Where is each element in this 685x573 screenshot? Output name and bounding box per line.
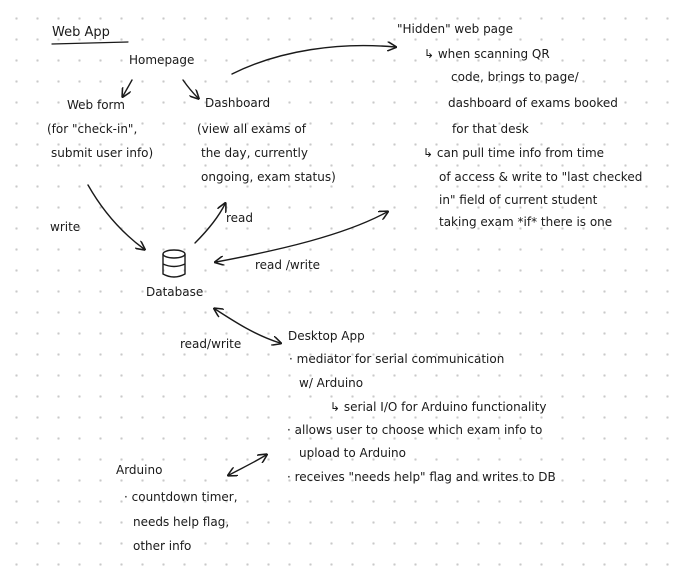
edge-label-read-write-hidden: read /write (255, 258, 321, 272)
database-icon (162, 249, 186, 278)
dashboard-line: (view all exams of (197, 122, 306, 136)
homepage-node: Homepage (129, 53, 195, 67)
edge-label-write: write (50, 220, 81, 234)
arrow-homepage-to-hidden-page (231, 46, 395, 75)
hidden-page-line: for that desk (452, 122, 529, 136)
web-form-line: submit user info) (51, 146, 154, 160)
arrow-homepage-to-dashboard (182, 79, 198, 98)
dashboard-line: ongoing, exam status) (201, 170, 336, 184)
desktop-app-line: ↳ serial I/O for Arduino functionality (330, 400, 547, 414)
arrow-database-to-dashboard (194, 204, 225, 244)
web-form-line: (for "check-in", (47, 122, 138, 136)
desktop-app-line: · allows user to choose which exam info … (287, 423, 543, 437)
dashboard-title: Dashboard (205, 96, 271, 110)
edge-label-read-write-desktop: read/write (180, 337, 242, 351)
hidden-page-line: ↳ when scanning QR (424, 47, 550, 61)
hidden-page-line: ↳ can pull time info from time (423, 146, 605, 160)
hidden-page-line: dashboard of exams booked (448, 96, 618, 110)
arduino-line: needs help flag, (133, 515, 230, 529)
dashboard-line: the day, currently (201, 146, 308, 160)
arrow-webform-to-database (87, 184, 144, 249)
hidden-page-title: "Hidden" web page (397, 22, 514, 36)
desktop-app-line: · receives "needs help" flag and writes … (287, 470, 556, 484)
arduino-title: Arduino (116, 463, 163, 477)
hidden-page-line: taking exam *if* there is one (439, 215, 613, 229)
arrow-homepage-to-webform (123, 79, 133, 96)
hidden-page-line: code, brings to page/ (451, 70, 579, 84)
desktop-app-line: w/ Arduino (299, 376, 364, 390)
heading-underline (51, 41, 129, 45)
arduino-line: · countdown timer, (124, 490, 238, 504)
hidden-page-line: of access & write to "last checked (439, 170, 643, 184)
arduino-line: other info (133, 539, 192, 553)
desktop-app-line: upload to Arduino (299, 446, 406, 460)
database-label: Database (146, 285, 204, 299)
arrow-database-desktop-app (215, 309, 280, 343)
hidden-page-line: in" field of current student (439, 193, 598, 207)
web-form-title: Web form (67, 98, 125, 112)
desktop-app-line: · mediator for serial communication (289, 352, 505, 366)
edge-label-read: read (226, 211, 254, 225)
arrow-arduino-desktop-app (229, 455, 266, 475)
arrow-database-hidden-page (216, 212, 387, 262)
desktop-app-title: Desktop App (288, 329, 365, 343)
web-app-heading: Web App (52, 25, 110, 40)
